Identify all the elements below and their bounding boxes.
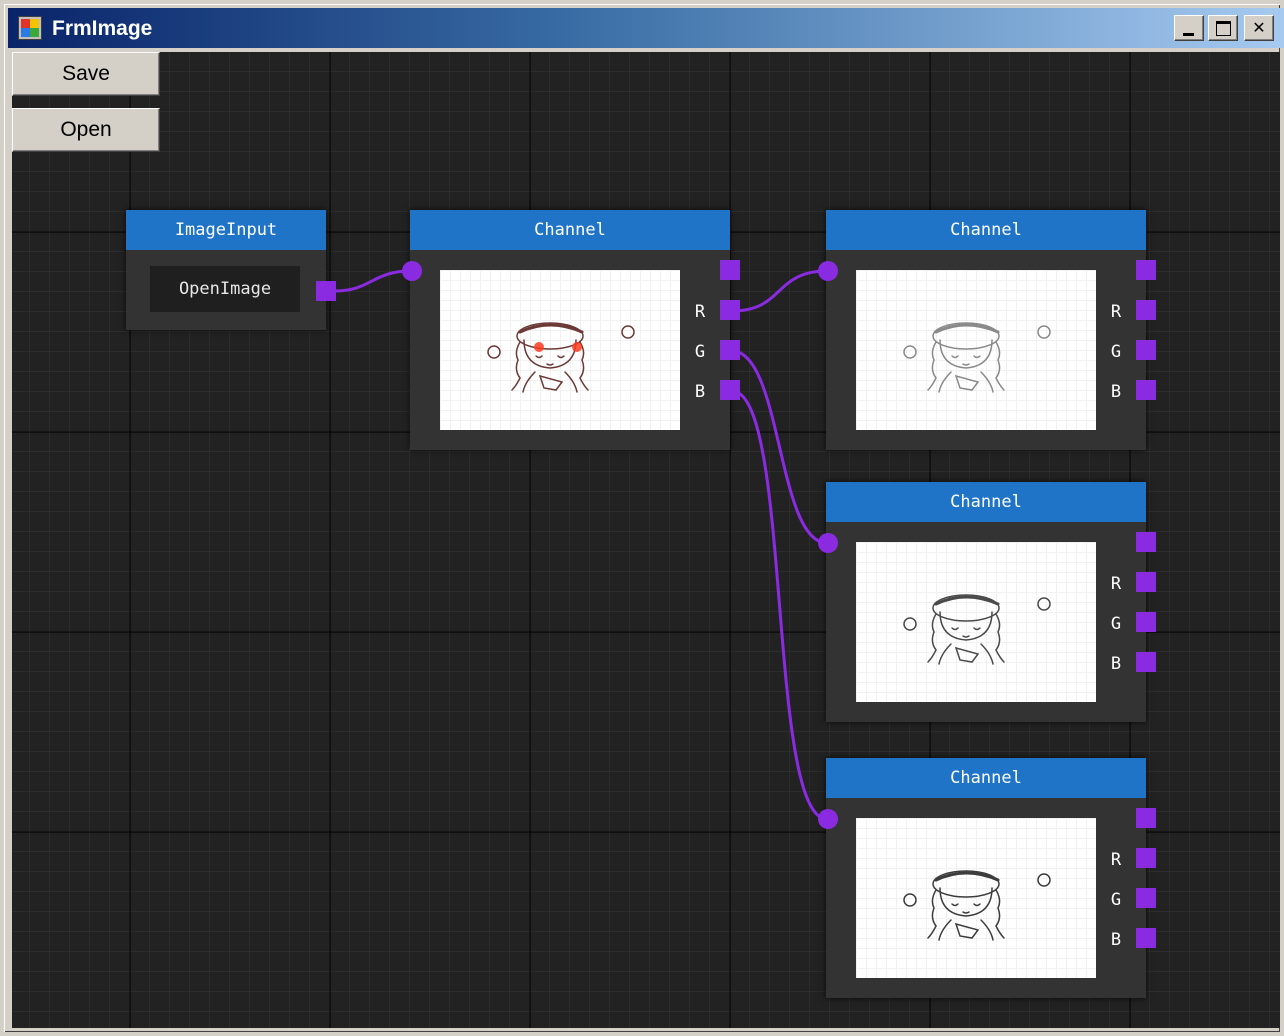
node-title[interactable]: Channel	[826, 758, 1146, 798]
input-port[interactable]	[818, 261, 838, 281]
output-port[interactable]	[316, 281, 336, 301]
window-title: FrmImage	[52, 17, 153, 40]
port-label-g: G	[1110, 614, 1122, 634]
port-label-r: R	[1110, 302, 1122, 322]
output-port-r[interactable]	[1136, 572, 1156, 592]
output-port-g[interactable]	[720, 340, 740, 360]
node-editor-canvas[interactable]: Save Open ImageInput OpenImage Channel	[12, 52, 1280, 1028]
wire-r-to-channel	[731, 269, 828, 313]
channel-node-g[interactable]: Channel R	[818, 482, 1156, 722]
output-port-r[interactable]	[720, 300, 740, 320]
output-port-g[interactable]	[1136, 612, 1156, 632]
open-button[interactable]: Open	[12, 108, 160, 152]
save-button[interactable]: Save	[12, 52, 160, 96]
port-label-r: R	[1110, 574, 1122, 594]
output-port-g[interactable]	[1136, 340, 1156, 360]
output-port[interactable]	[1136, 808, 1156, 828]
input-port[interactable]	[818, 533, 838, 553]
port-label-b: B	[694, 382, 706, 402]
wire-image-to-channel	[333, 269, 412, 293]
port-label-g: G	[1110, 342, 1122, 362]
image-preview	[856, 270, 1096, 430]
minimize-button[interactable]	[1174, 15, 1204, 41]
connection-wires	[333, 269, 828, 821]
port-label-g: G	[1110, 890, 1122, 910]
channel-node-r[interactable]: Channel R	[818, 210, 1156, 450]
port-label-b: B	[1110, 382, 1122, 402]
open-image-button[interactable]: OpenImage	[150, 266, 300, 312]
output-port[interactable]	[1136, 532, 1156, 552]
image-input-node[interactable]: ImageInput OpenImage	[126, 210, 336, 330]
port-label-r: R	[1110, 850, 1122, 870]
wire-g-to-channel	[731, 349, 828, 545]
close-button[interactable]: ✕	[1244, 15, 1274, 41]
node-title[interactable]: Channel	[410, 210, 730, 250]
title-bar[interactable]: FrmImage ✕	[8, 8, 1284, 48]
output-port-b[interactable]	[1136, 380, 1156, 400]
output-port-r[interactable]	[1136, 300, 1156, 320]
channel-node-b[interactable]: Channel R	[818, 758, 1156, 998]
output-port-g[interactable]	[1136, 888, 1156, 908]
output-port[interactable]	[720, 260, 740, 280]
output-port-b[interactable]	[1136, 652, 1156, 672]
port-label-b: B	[1110, 930, 1122, 950]
girl-sketch-image	[903, 594, 1051, 665]
maximize-button[interactable]	[1208, 15, 1238, 41]
node-title[interactable]: Channel	[826, 210, 1146, 250]
port-label-b: B	[1110, 654, 1122, 674]
node-title[interactable]: ImageInput	[126, 210, 326, 250]
output-port-r[interactable]	[1136, 848, 1156, 868]
image-preview	[440, 270, 680, 430]
node-title[interactable]: Channel	[826, 482, 1146, 522]
output-port-b[interactable]	[720, 380, 740, 400]
image-preview	[856, 818, 1096, 978]
port-label-g: G	[694, 342, 706, 362]
app-icon[interactable]	[18, 16, 42, 40]
output-port-b[interactable]	[1136, 928, 1156, 948]
input-port[interactable]	[402, 261, 422, 281]
port-label-r: R	[694, 302, 706, 322]
girl-sketch-image	[903, 870, 1051, 941]
output-port[interactable]	[1136, 260, 1156, 280]
image-preview	[856, 542, 1096, 702]
channel-node-main[interactable]: Channel	[402, 210, 740, 450]
girl-sketch-image	[487, 322, 635, 393]
input-port[interactable]	[818, 809, 838, 829]
girl-sketch-image	[903, 322, 1051, 393]
wire-b-to-channel	[731, 389, 828, 821]
